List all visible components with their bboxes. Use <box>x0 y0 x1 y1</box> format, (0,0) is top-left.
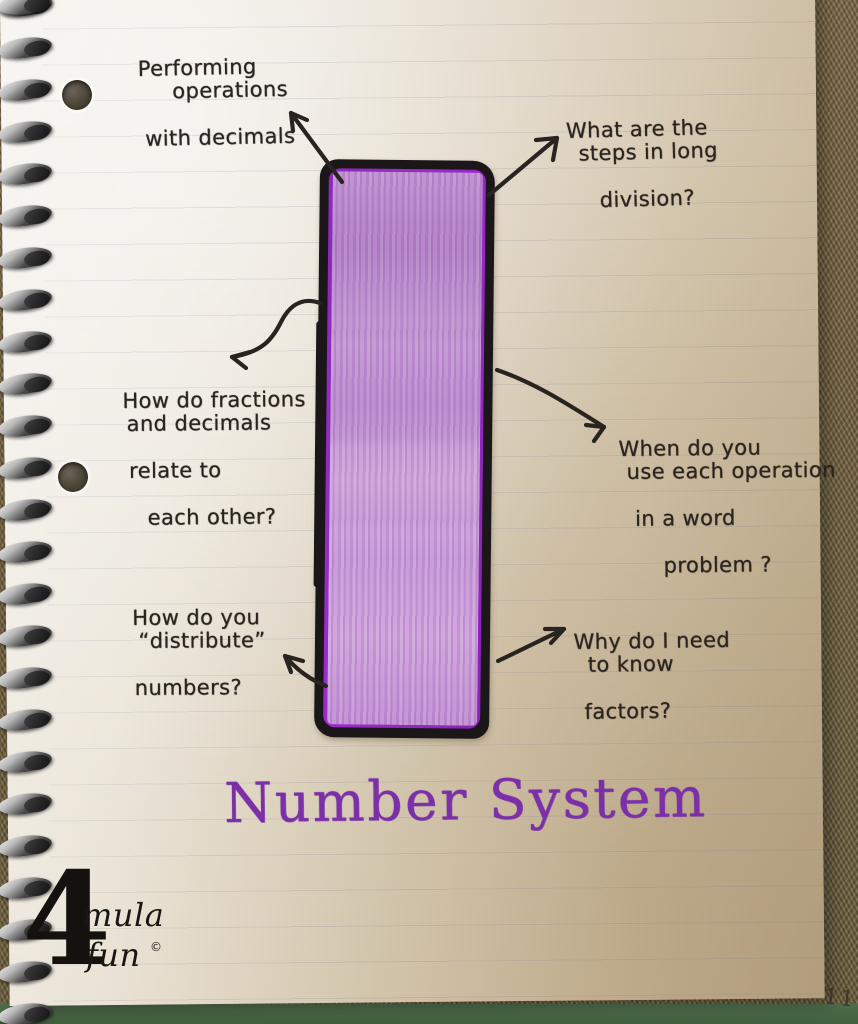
note-line: factors? <box>584 698 672 724</box>
spiral-coil <box>0 624 60 650</box>
spiral-coil <box>0 456 60 482</box>
note-line: How do you <box>132 604 261 630</box>
note-line: and decimals <box>126 410 272 436</box>
note-line: When do you <box>618 435 762 461</box>
note-distribute: How do you “distribute” numbers? <box>132 582 333 724</box>
spiral-coil <box>0 288 60 314</box>
spiral-coil <box>0 36 60 62</box>
note-line: division? <box>599 185 696 213</box>
spiral-coil <box>0 792 60 818</box>
spiral-coil <box>0 540 60 566</box>
note-line: problem ? <box>663 552 773 578</box>
punch-hole <box>51 455 95 499</box>
spiral-coil <box>0 414 60 440</box>
watermark-logo-4mula-fun: 4 mula fun © <box>22 856 197 986</box>
note-word-problem: When do you use each operation in a word… <box>618 412 855 603</box>
note-line: to know <box>587 651 675 677</box>
note-line: Why do I need <box>573 627 731 654</box>
rectangle-marker-fill <box>327 171 483 726</box>
punch-hole <box>55 73 99 117</box>
note-line: “distribute” <box>138 628 266 653</box>
note-line: with decimals <box>144 123 296 151</box>
spiral-coil <box>0 120 60 146</box>
spiral-coil <box>0 372 60 398</box>
spiral-coil <box>0 246 60 272</box>
note-line: How do fractions <box>122 386 306 413</box>
spiral-coil <box>0 666 60 692</box>
note-line: each other? <box>147 504 277 530</box>
spiral-coil <box>0 0 60 18</box>
spiral-coil <box>0 708 60 734</box>
note-line: numbers? <box>134 675 243 701</box>
marker-streak-texture <box>327 171 483 726</box>
page-number: 11 <box>822 984 858 1013</box>
note-line: in a word <box>634 505 736 531</box>
page-title: Number System <box>223 765 708 835</box>
spiral-coil <box>0 204 60 230</box>
copyright-icon: © <box>150 940 162 954</box>
note-line: Performing <box>137 54 257 81</box>
note-line: steps in long <box>578 138 719 166</box>
spiral-coil <box>0 78 60 104</box>
spiral-coil <box>0 1002 60 1024</box>
spiral-coil <box>0 582 60 608</box>
note-factors: Why do I need to know factors? <box>573 604 775 748</box>
purple-rectangle-shape <box>313 159 496 739</box>
spiral-coil <box>0 162 60 188</box>
note-long-division: What are the steps in long division? <box>565 90 799 237</box>
note-fractions-decimals: How do fractions and decimals relate to … <box>122 364 339 554</box>
note-performing-operations: Performing operations with decimals <box>137 29 355 175</box>
note-line: use each operation <box>626 457 836 484</box>
backdrop-bottom-strip <box>0 1004 858 1024</box>
spiral-coil <box>0 750 60 776</box>
logo-word-mula: mula <box>82 896 165 934</box>
note-line: operations <box>171 76 289 104</box>
logo-word-fun: fun <box>86 936 141 974</box>
logo-numeral: 4 <box>22 845 112 995</box>
note-line: relate to <box>128 458 222 483</box>
spiral-coil <box>0 498 60 524</box>
spiral-coil <box>0 330 60 356</box>
